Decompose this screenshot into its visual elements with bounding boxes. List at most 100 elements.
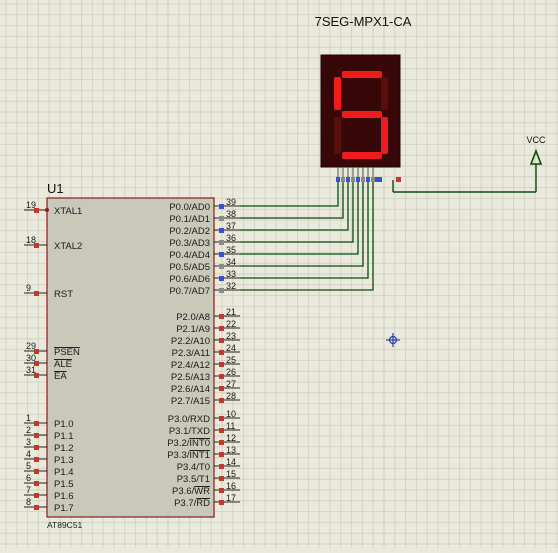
svg-text:15: 15 [226, 469, 236, 479]
display-pin[interactable] [361, 177, 365, 182]
display-pin[interactable] [346, 177, 350, 182]
svg-text:21: 21 [226, 307, 236, 317]
display-digit [334, 71, 388, 159]
display-common-pin[interactable] [396, 177, 401, 182]
right-pins: 39P0.0/AD038P0.1/AD137P0.2/AD236P0.3/AD3… [167, 197, 240, 509]
svg-text:25: 25 [226, 355, 236, 365]
svg-text:P1.4: P1.4 [54, 467, 74, 478]
svg-text:16: 16 [226, 481, 236, 491]
svg-text:39: 39 [226, 197, 236, 207]
svg-text:23: 23 [226, 331, 236, 341]
svg-text:P2.5/A13: P2.5/A13 [171, 372, 210, 383]
svg-text:P3.7/RD: P3.7/RD [174, 498, 210, 509]
svg-text:17: 17 [226, 493, 236, 503]
segment-a [342, 71, 382, 78]
display-pin[interactable] [375, 177, 382, 182]
pin-p1-3[interactable]: 4P1.3 [24, 449, 74, 466]
svg-text:P3.1/TXD: P3.1/TXD [169, 426, 210, 437]
svg-text:P1.2: P1.2 [54, 443, 74, 454]
svg-text:P3.4/T0: P3.4/T0 [177, 462, 210, 473]
pin-p1-0[interactable]: 1P1.0 [24, 413, 74, 430]
pin-p1-2[interactable]: 3P1.2 [24, 437, 74, 454]
svg-text:P2.3/A11: P2.3/A11 [172, 348, 210, 359]
svg-text:13: 13 [226, 445, 236, 455]
svg-text:2: 2 [26, 425, 31, 435]
svg-text:P0.2/AD2: P0.2/AD2 [169, 226, 210, 237]
svg-text:P2.4/A12: P2.4/A12 [171, 360, 210, 371]
svg-text:34: 34 [226, 257, 236, 267]
display-pin[interactable] [371, 177, 375, 182]
svg-text:32: 32 [226, 281, 236, 291]
display-pin[interactable] [341, 177, 345, 182]
p0-wire [240, 182, 354, 243]
segment-d [342, 152, 382, 159]
svg-text:P0.1/AD1: P0.1/AD1 [169, 214, 210, 225]
p0-wire [240, 182, 364, 267]
pin-p1-5[interactable]: 6P1.5 [24, 473, 74, 490]
chip-body[interactable] [46, 197, 215, 518]
p0-wire [240, 182, 349, 231]
svg-text:8: 8 [26, 497, 31, 507]
svg-text:9: 9 [26, 283, 31, 293]
pin-p1-7[interactable]: 8P1.7 [24, 497, 74, 514]
segment-b [381, 77, 388, 110]
chip-ref: U1 [47, 181, 64, 196]
display-pin[interactable] [356, 177, 360, 182]
vcc-terminal[interactable] [529, 148, 543, 192]
svg-text:P1.3: P1.3 [54, 455, 74, 466]
svg-text:24: 24 [226, 343, 236, 353]
svg-text:28: 28 [226, 391, 236, 401]
display-pin[interactable] [351, 177, 355, 182]
svg-text:22: 22 [226, 319, 236, 329]
svg-text:P1.1: P1.1 [54, 431, 74, 442]
svg-text:26: 26 [226, 367, 236, 377]
svg-text:P1.5: P1.5 [54, 479, 74, 490]
svg-text:27: 27 [226, 379, 236, 389]
svg-text:3: 3 [26, 437, 31, 447]
svg-text:5: 5 [26, 461, 31, 471]
svg-text:P2.6/A14: P2.6/A14 [171, 384, 210, 395]
svg-text:P0.3/AD3: P0.3/AD3 [169, 238, 210, 249]
svg-text:PSEN: PSEN [54, 347, 80, 358]
pin-p1-1[interactable]: 2P1.1 [24, 425, 74, 442]
pin-p1-4[interactable]: 5P1.4 [24, 461, 74, 478]
svg-text:XTAL2: XTAL2 [54, 241, 82, 252]
svg-text:30: 30 [26, 353, 36, 363]
svg-text:P2.7/A15: P2.7/A15 [171, 396, 210, 407]
pin-p1-6[interactable]: 7P1.6 [24, 485, 74, 502]
svg-text:4: 4 [26, 449, 31, 459]
display-pin[interactable] [336, 177, 340, 182]
display-pin[interactable] [366, 177, 370, 182]
